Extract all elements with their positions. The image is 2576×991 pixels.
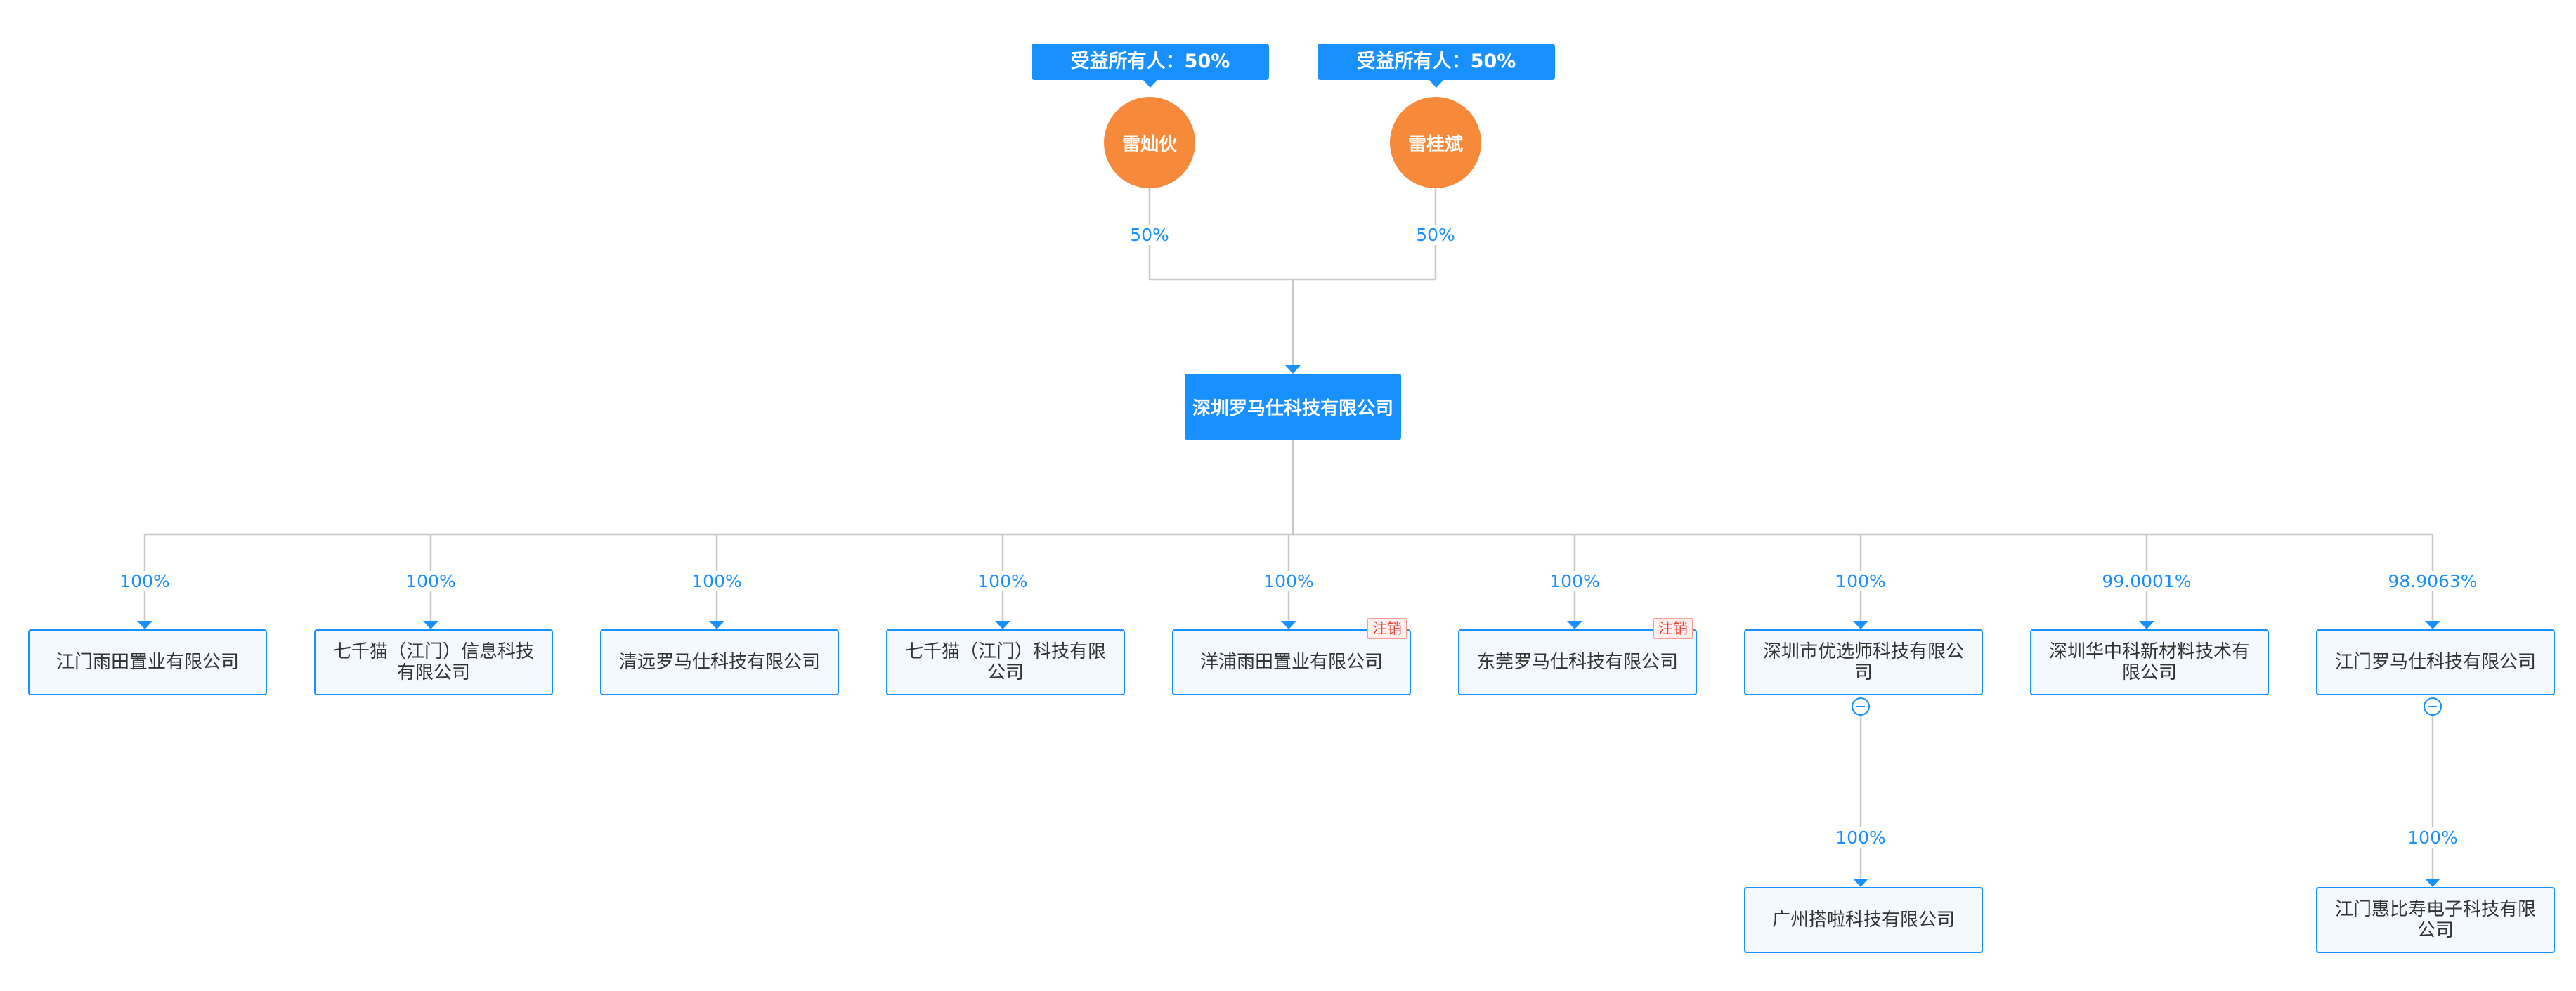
subsidiary-6-share: 100%	[1547, 571, 1602, 591]
subsidiary-3-name: 清远罗马仕科技有限公司	[618, 652, 820, 673]
subsidiary-8-node[interactable]: 深圳华中科新材料技术有限公司	[2030, 629, 2269, 695]
owner-1-avatar[interactable]: 雷灿伙	[1104, 97, 1195, 188]
subsidiary-1-share: 100%	[117, 571, 172, 591]
subsidiary-9-collapse-toggle[interactable]	[2424, 697, 2442, 716]
subsidiary-6-node[interactable]: 东莞罗马仕科技有限公司 注销	[1458, 618, 1697, 695]
subsidiary-9-share: 98.9063%	[2386, 571, 2480, 591]
subsidiary-9-name: 江门罗马仕科技有限公司	[2334, 652, 2536, 673]
subsidiary-8-arrow	[2139, 621, 2154, 629]
grandchild-2-node[interactable]: 江门惠比寿电子科技有限公司	[2316, 887, 2555, 953]
company-arrow	[1285, 365, 1301, 374]
owner-1-beneficial-badge: 受益所有人：50%	[1032, 44, 1269, 88]
subsidiary-5-cancelled-tag: 注销	[1367, 618, 1407, 639]
grandchild-2-share: 100%	[2405, 827, 2460, 848]
subsidiary-4-arrow	[995, 621, 1010, 629]
subsidiary-8-name: 深圳华中科新材料技术有限公司	[2048, 641, 2250, 683]
owner-2-beneficial-badge: 受益所有人：50%	[1318, 44, 1555, 88]
subsidiary-4-share: 100%	[975, 571, 1030, 591]
subsidiary-7-node[interactable]: 深圳市优选师科技有限公司	[1744, 629, 1983, 695]
grandchild-2-name: 江门惠比寿电子科技有限公司	[2334, 899, 2536, 941]
subsidiary-1-node[interactable]: 江门雨田置业有限公司	[28, 629, 267, 695]
subsidiary-1-name: 江门雨田置业有限公司	[56, 652, 239, 673]
grandchild-2-arrow	[2425, 879, 2440, 887]
grandchild-1-name: 广州搭啦科技有限公司	[1771, 910, 1955, 931]
subsidiary-6-cancelled-tag: 注销	[1653, 618, 1693, 639]
subsidiary-5-name: 洋浦雨田置业有限公司	[1199, 652, 1383, 673]
grandchild-1-node[interactable]: 广州搭啦科技有限公司	[1744, 887, 1983, 953]
subsidiary-7-collapse-toggle[interactable]	[1852, 697, 1870, 716]
subsidiary-3-arrow	[709, 621, 724, 629]
subsidiary-5-node[interactable]: 洋浦雨田置业有限公司 注销	[1172, 618, 1411, 695]
subsidiary-7-arrow	[1853, 621, 1868, 629]
subsidiary-2-share: 100%	[403, 571, 458, 591]
subsidiary-9-node[interactable]: 江门罗马仕科技有限公司	[2316, 629, 2555, 695]
subsidiary-4-name: 七千猫（江门）科技有限公司	[904, 641, 1106, 683]
subsidiary-6-arrow	[1567, 621, 1582, 629]
grandchild-1-arrow	[1853, 879, 1868, 887]
subsidiary-5-share: 100%	[1261, 571, 1316, 591]
subsidiary-2-node[interactable]: 七千猫（江门）信息科技有限公司	[314, 629, 553, 695]
subsidiary-9-arrow	[2425, 621, 2440, 629]
subsidiary-4-node[interactable]: 七千猫（江门）科技有限公司	[886, 629, 1125, 695]
subsidiary-5-arrow	[1281, 621, 1296, 629]
subsidiary-3-node[interactable]: 清远罗马仕科技有限公司	[600, 629, 839, 695]
subsidiary-8-share: 99.0001%	[2100, 571, 2194, 591]
grandchild-1-share: 100%	[1833, 827, 1888, 848]
subsidiary-6-name: 东莞罗马仕科技有限公司	[1476, 652, 1678, 673]
owner-2-avatar[interactable]: 雷桂斌	[1390, 97, 1481, 188]
subsidiary-2-arrow	[423, 621, 438, 629]
main-company-node[interactable]: 深圳罗马仕科技有限公司	[1185, 374, 1401, 440]
subsidiary-3-share: 100%	[689, 571, 744, 591]
owner-1-share: 50%	[1128, 225, 1171, 245]
subsidiary-2-name: 七千猫（江门）信息科技有限公司	[332, 641, 534, 683]
owner-2-share: 50%	[1414, 225, 1457, 245]
subsidiary-7-name: 深圳市优选师科技有限公司	[1762, 641, 1964, 683]
subsidiary-1-arrow	[137, 621, 152, 629]
subsidiary-7-share: 100%	[1833, 571, 1888, 591]
